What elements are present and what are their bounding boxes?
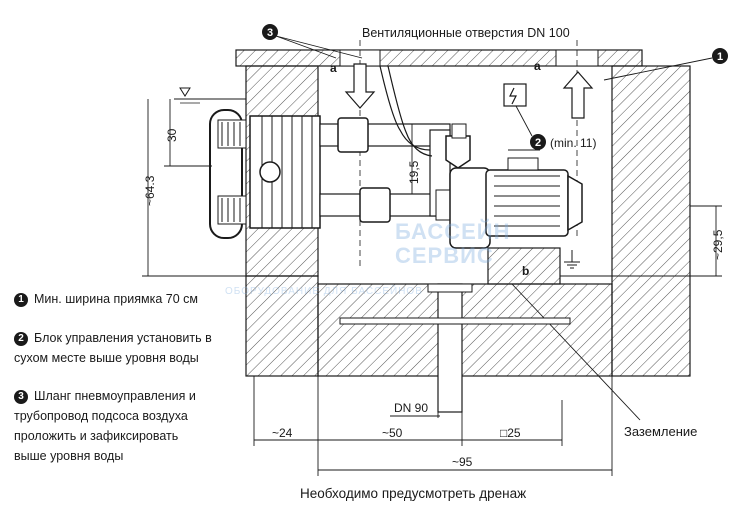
concrete-walls (235, 49, 691, 377)
callout-2: 2 (530, 134, 546, 150)
note-3-line-2: трубопровод подсоса воздуха (14, 409, 188, 423)
note-2-line-1: Блок управления установить в (34, 331, 212, 345)
label-a-left: a (330, 61, 337, 75)
note-1: 1 Мин. ширина приямка 70 см (14, 289, 198, 309)
ground-label: Заземление (624, 424, 697, 439)
svg-text:1: 1 (717, 51, 723, 63)
water-level-marker (174, 87, 246, 104)
air-in-arrow (344, 63, 376, 109)
svg-text:2: 2 (535, 137, 541, 149)
watermark-brand: БАССЕЙН СЕРВИС (395, 219, 511, 268)
jet-unit (209, 109, 321, 239)
note-3-line-3: проложить и зафиксировать (14, 429, 179, 443)
callout-3: 3 (262, 24, 278, 40)
air-out-arrow (562, 71, 594, 119)
svg-text:3: 3 (267, 27, 273, 39)
note-2-badge: 2 (14, 332, 28, 346)
dim-50: ~50 (382, 426, 403, 440)
min11-label: (min. 11) (550, 136, 596, 150)
callout-leaders (275, 35, 713, 81)
dim-25: □25 (500, 426, 521, 440)
note-3-line-4: выше уровня воды (14, 449, 124, 463)
watermark-tagline: ОБОРУДОВАНИЕ ДЛЯ БАССЕЙНОВ (225, 286, 423, 297)
vent-openings (339, 40, 599, 270)
note-2-line-2: сухом месте выше уровня воды (14, 351, 199, 365)
label-b: b (522, 264, 529, 278)
callout-1: 1 (712, 48, 728, 64)
dim-30: 30 (165, 128, 179, 142)
dim-29-5: ~29,5 (711, 229, 725, 260)
note-3-badge: 3 (14, 390, 28, 404)
dim-19-5: 19,5 (407, 160, 421, 184)
vent-label: Вентиляционные отверстия DN 100 (362, 26, 570, 40)
dimension-lines (142, 99, 722, 476)
note-1-line-1: Мин. ширина приямка 70 см (34, 292, 198, 306)
drain-caption: Необходимо предусмотреть дренаж (300, 486, 527, 501)
control-box (503, 83, 527, 107)
pump-motor (449, 157, 583, 249)
note-1-badge: 1 (14, 293, 28, 307)
dim-64-3: ~64.3 (143, 175, 157, 206)
note-3: 3 Шланг пневмоуправления и трубопровод по… (14, 386, 196, 466)
dim-95: ~95 (452, 455, 473, 469)
note-2: 2 Блок управления установить в сухом мест… (14, 328, 212, 368)
ground-symbol (511, 250, 641, 421)
label-a-right: a (534, 59, 541, 73)
pipes (319, 65, 471, 223)
note-3-line-1: Шланг пневмоуправления и (34, 389, 196, 403)
dn90-label: DN 90 (394, 401, 428, 415)
dim-24: ~24 (272, 426, 293, 440)
drain (339, 283, 571, 413)
